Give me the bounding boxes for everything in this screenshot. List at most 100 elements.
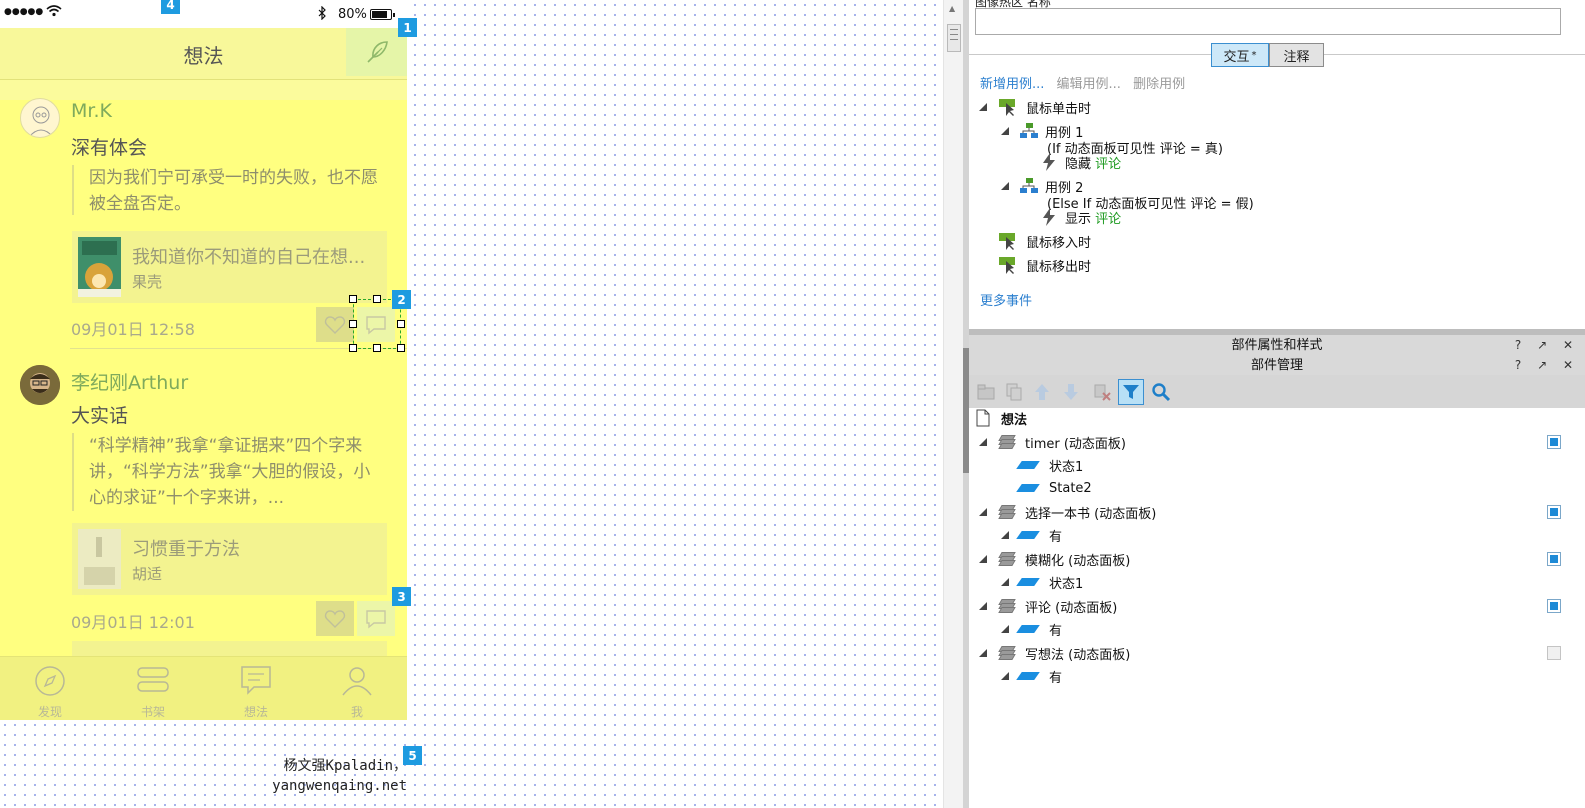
interaction-panel: 图像热区 名称 交互* 注释 新增用例... 编辑用例... 删除用例 鼠标单击… [969,0,1585,329]
edit-case-link[interactable]: 编辑用例... [1056,77,1121,92]
event-onmouseenter[interactable]: 鼠标移入时 [997,231,1091,251]
expand-triangle-icon[interactable] [1001,182,1009,190]
tab-interactions[interactable]: 交互* [1211,43,1269,67]
condition-text: (Else If 动态面板可见性 评论 = 假) [1047,196,1254,212]
canvas-scrollbar[interactable]: ▲ [943,0,963,808]
widget-name-input[interactable] [975,8,1561,35]
tab-discover[interactable]: 发现 [0,657,100,720]
expand-triangle-icon[interactable] [979,602,987,610]
footnote-marker[interactable]: 2 [392,290,411,309]
move-up-button[interactable] [1029,379,1055,405]
outline-dynamic-panel[interactable]: 选择一本书 (动态面板) [979,502,1156,522]
tab-me[interactable]: 我 [307,657,407,720]
add-folder-button[interactable] [973,379,999,405]
visibility-checkbox[interactable] [1547,599,1561,613]
expand-triangle-icon[interactable] [979,438,987,446]
outline-dynamic-panel[interactable]: timer (动态面板) [979,432,1126,452]
expand-triangle-icon[interactable] [979,508,987,516]
comment-icon [366,315,386,334]
outline-panel-state[interactable]: State2 [1016,478,1092,498]
search-button[interactable] [1148,379,1174,405]
add-case-link[interactable]: 新增用例... [980,77,1045,92]
scroll-thumb[interactable] [947,24,961,52]
move-down-button[interactable] [1058,379,1084,405]
footnote-marker[interactable]: 4 [161,0,180,14]
comment-button[interactable] [357,307,395,342]
expand-triangle-icon[interactable] [1001,127,1009,135]
visibility-checkbox[interactable] [1547,646,1561,660]
book-card[interactable]: 习惯重于方法 胡适 [72,523,387,595]
user-name[interactable]: Mr.K [71,100,112,122]
properties-panel-header[interactable]: 部件属性和样式 ? ↗ ✕ [969,335,1585,356]
outline-panel-state[interactable]: 有 [1001,525,1062,545]
outline-dynamic-panel[interactable]: 评论 (动态面板) [979,596,1117,616]
visibility-checkbox[interactable] [1547,435,1561,449]
arrow-up-icon [1035,384,1049,400]
expand-triangle-icon[interactable] [979,555,987,563]
case-name: 用例 2 [1045,180,1084,196]
splitter-grip[interactable] [963,348,969,473]
outline-panel-state[interactable]: 有 [1001,619,1062,639]
outline-panel-state[interactable]: 状态1 [1016,455,1083,475]
tab-thoughts[interactable]: 想法 [206,657,306,720]
expand-triangle-icon[interactable] [1001,625,1009,633]
footnote-marker[interactable]: 5 [403,746,422,765]
comment-preview-card [72,641,387,657]
resize-handle[interactable] [397,320,405,328]
like-button[interactable] [316,307,354,342]
event-onmouseleave[interactable]: 鼠标移出时 [997,255,1091,275]
delete-button[interactable] [1089,379,1115,405]
like-button[interactable] [316,601,354,636]
copy-button[interactable] [1001,379,1027,405]
panel-controls[interactable]: ? ↗ ✕ [1514,358,1579,372]
battery-percent: 80% [338,7,367,22]
mouse-event-icon [999,257,1015,274]
panel-divider[interactable] [969,329,1585,335]
visibility-checkbox[interactable] [1547,552,1561,566]
book-card[interactable]: 我知道你不知道的自己在想... 果壳 [72,231,387,303]
tab-label: 发现 [37,705,62,719]
action-row[interactable]: 隐藏 评论 [1039,152,1121,172]
avatar[interactable] [20,98,60,138]
visibility-checkbox[interactable] [1547,505,1561,519]
page-icon [976,409,990,427]
outline-panel-state[interactable]: 状态1 [1001,572,1083,592]
outline-page[interactable]: 想法 [975,408,1027,428]
resize-handle[interactable] [349,344,357,352]
action-row[interactable]: 显示 评论 [1039,207,1121,227]
event-onclick[interactable]: 鼠标单击时 [979,97,1091,117]
resize-handle[interactable] [349,320,357,328]
outline-panel-state[interactable]: 有 [1001,666,1062,686]
resize-handle[interactable] [349,295,357,303]
dynamic-panel-icon [997,550,1017,568]
outline-dynamic-panel[interactable]: 模糊化 (动态面板) [979,549,1130,569]
case-row[interactable]: 用例 2 [1001,176,1083,196]
user-name[interactable]: 李纪刚Arthur [71,372,189,394]
tab-notes[interactable]: 注释 [1269,43,1324,67]
outline-panel-header[interactable]: 部件管理 ? ↗ ✕ [969,355,1585,376]
case-row[interactable]: 用例 1 [1001,121,1083,141]
more-events-link[interactable]: 更多事件 [980,294,1033,309]
design-canvas[interactable]: ●●●●● 80% 想法 Mr.K 深有体会 因为我们宁可承受一时的失败，也不愿… [0,0,943,808]
outline-dynamic-panel[interactable]: 写想法 (动态面板) [979,643,1130,663]
bookshelf-icon [137,667,169,692]
resize-handle[interactable] [373,295,381,303]
pane-splitter[interactable] [963,0,969,808]
expand-triangle-icon[interactable] [1001,531,1009,539]
scroll-up-icon[interactable]: ▲ [949,4,956,13]
footnote-marker[interactable]: 1 [398,18,417,37]
expand-triangle-icon[interactable] [1001,578,1009,586]
expand-triangle-icon[interactable] [1001,672,1009,680]
comment-button[interactable] [357,601,395,636]
delete-case-link[interactable]: 删除用例 [1133,77,1186,92]
expand-triangle-icon[interactable] [979,649,987,657]
write-thought-button[interactable] [346,28,407,76]
filter-button[interactable] [1118,379,1144,405]
resize-handle[interactable] [373,344,381,352]
footnote-marker[interactable]: 3 [392,587,411,606]
resize-handle[interactable] [397,344,405,352]
avatar[interactable] [20,365,60,405]
expand-triangle-icon[interactable] [979,103,987,111]
panel-controls[interactable]: ? ↗ ✕ [1514,338,1579,352]
tab-bookshelf[interactable]: 书架 [103,657,203,720]
